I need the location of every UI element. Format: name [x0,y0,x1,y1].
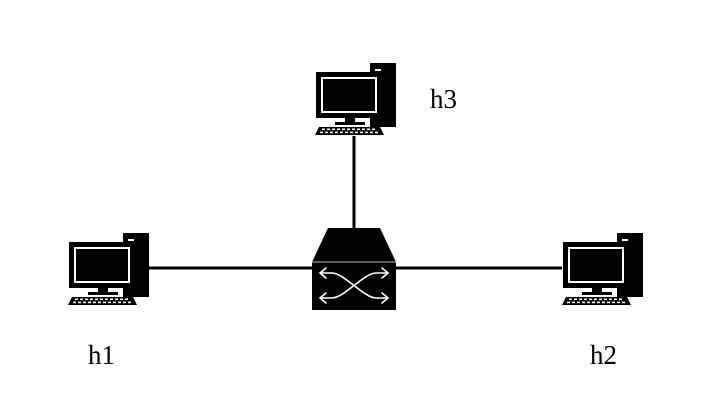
host-label-h1: h1 [88,340,115,370]
host-label-h2: h2 [590,340,617,370]
network-switch-icon [312,228,396,310]
host-label-h3: h3 [430,84,457,114]
host-h3-computer-icon [315,63,396,135]
host-h1-computer-icon [68,233,149,305]
host-h2-computer-icon [562,233,643,305]
